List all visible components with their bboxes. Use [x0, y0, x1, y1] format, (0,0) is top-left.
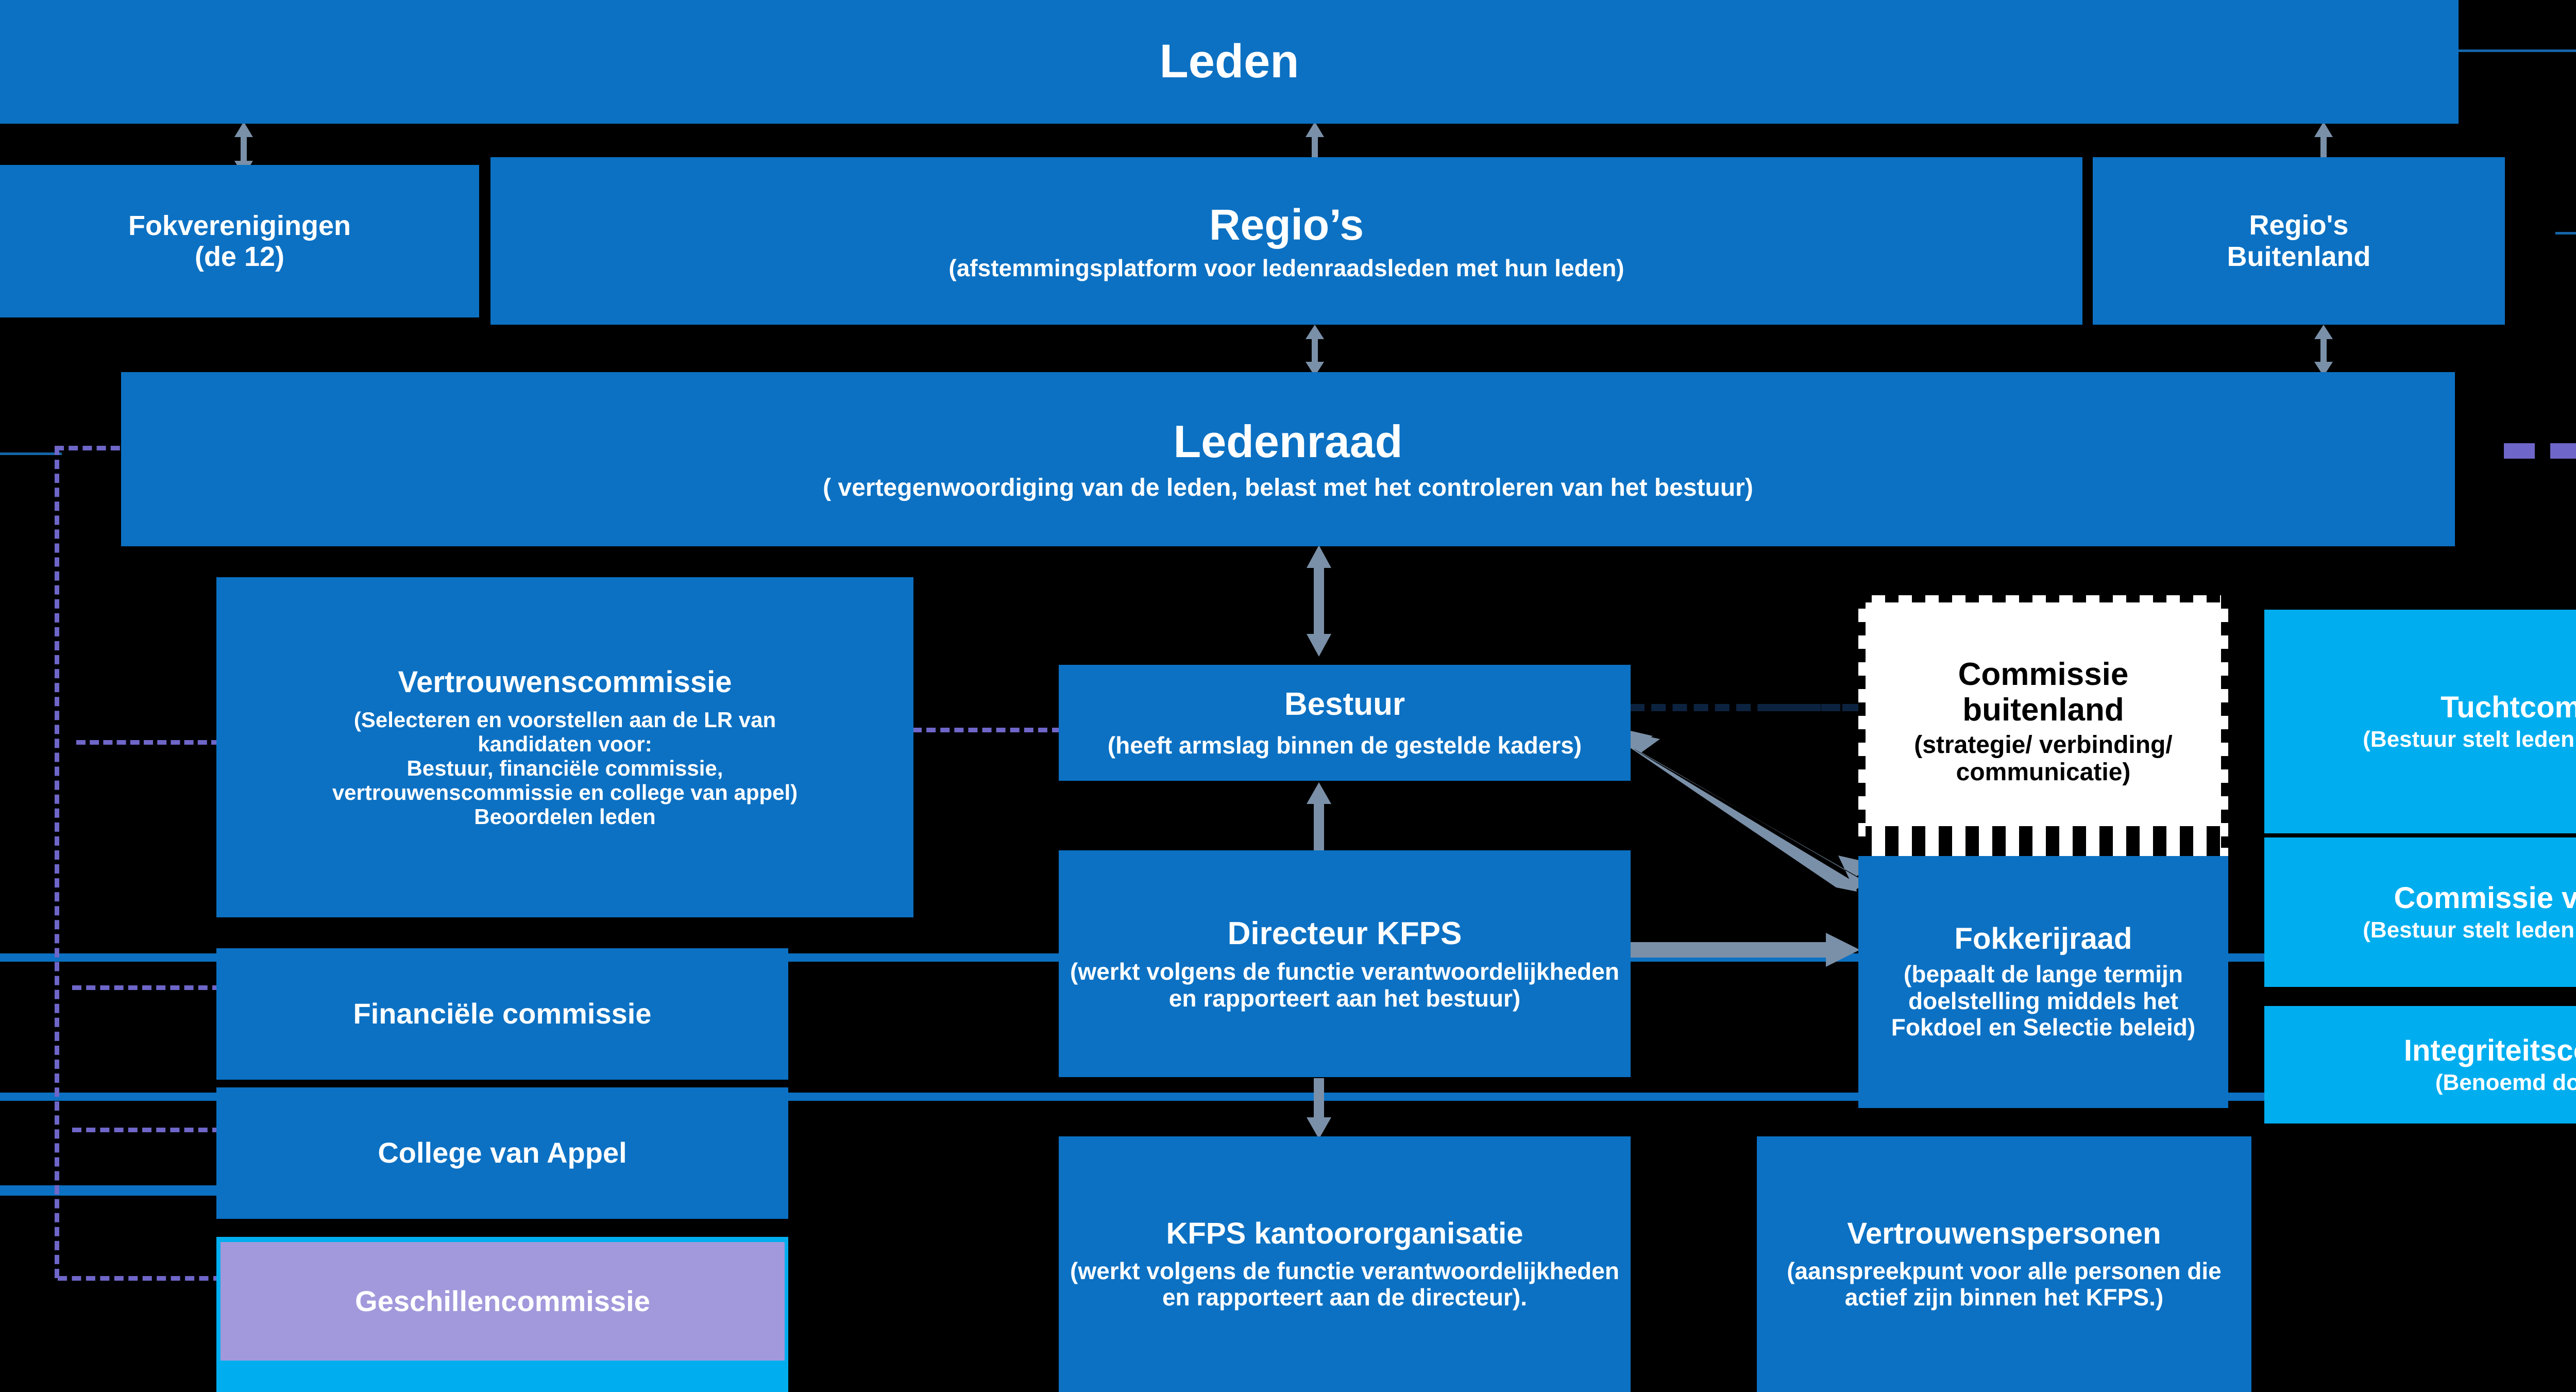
node-fokverenigingen-title: Fokverenigingen [128, 210, 351, 241]
node-ledenraad-sub: ( vertegenwoordiging van de leden, belas… [823, 474, 1753, 502]
node-vertrouwenscommissie-line-3: vertrouwenscommissie en college van appe… [332, 780, 798, 804]
arrow-directeur-to-kantoororganisatie [1303, 1078, 1334, 1139]
commissie-buitenland-border-right [2221, 595, 2228, 848]
node-college-van-appel[interactable]: College van Appel [216, 1087, 788, 1219]
node-fokkerijraad-sub: (bepaalt de lange termijn doelstelling m… [1891, 961, 2196, 1041]
dashed-commissie-buitenland-left-stub [1767, 704, 1860, 711]
node-integriteitscommissie[interactable]: Integriteitscommissie (Benoemd door de L… [2264, 1006, 2576, 1123]
node-regios-sub: (afstemmingsplatform voor ledenraadslede… [948, 254, 1624, 281]
arrow-regios-to-ledenraad [1303, 325, 1326, 376]
arrow-ledenraad-to-bestuur [1303, 545, 1334, 657]
node-regios-title: Regio’s [1209, 200, 1364, 249]
node-directeur-kfps-sub: (werkt volgens de functie verantwoordeli… [1070, 958, 1619, 1012]
node-financiele-commissie[interactable]: Financiële commissie [216, 948, 788, 1080]
node-vertrouwenspersonen-sub: (aanspreekpunt voor alle personen die ac… [1787, 1257, 2222, 1311]
hline-regios-right [2555, 232, 2576, 234]
dashed-branch-financiele [72, 985, 222, 990]
arrow-bestuur-to-directeur [1303, 782, 1334, 885]
node-vertrouwenspersonen[interactable]: Vertrouwenspersonen (aanspreekpunt voor … [1757, 1136, 2251, 1392]
node-ledenraad-title: Ledenraad [1173, 415, 1403, 467]
node-regios[interactable]: Regio’s (afstemmingsplatform voor ledenr… [490, 157, 2082, 325]
node-kfps-kantoororganisatie-sub: (werkt volgens de functie verantwoordeli… [1070, 1257, 1619, 1311]
hline-college-left [0, 1093, 216, 1101]
dashed-spine-left [55, 446, 59, 1278]
node-bestuur-title: Bestuur [1284, 686, 1405, 723]
node-ledenraad[interactable]: Ledenraad ( vertegenwoordiging van de le… [121, 372, 2455, 546]
arrow-regios-buitenland-to-ledenraad [2312, 325, 2335, 376]
node-integriteitscommissie-title: Integriteitscommissie [2403, 1033, 2576, 1067]
node-vertrouwenscommissie-line-0: (Selecteren en voorstellen aan de LR van [353, 707, 776, 732]
node-fokkerijraad[interactable]: Fokkerijraad (bepaalt de lange termijn d… [1858, 856, 2228, 1108]
node-commissie-buitenland-title-line2: buitenland [1962, 692, 2124, 728]
node-kfps-kantoororganisatie[interactable]: KFPS kantoororganisatie (werkt volgens d… [1059, 1136, 1631, 1392]
dashed-vertrouwens-to-bestuur [773, 728, 1061, 732]
node-regios-buitenland[interactable]: Regio's Buitenland [2093, 157, 2505, 325]
node-tuchtcommissie[interactable]: Tuchtcommissie (Bestuur stelt leden voor… [2264, 610, 2576, 833]
dashed-ledenraad-right-thick [2504, 443, 2576, 459]
node-directeur-kfps[interactable]: Directeur KFPS (werkt volgens de functie… [1059, 850, 1631, 1077]
hline-ledenraad-left [0, 452, 62, 455]
hline-bottom-left [0, 1185, 216, 1196]
node-commissie-van-beroep-sub: (Bestuur stelt leden voor aan de LR) [2363, 917, 2576, 943]
node-bestuur[interactable]: Bestuur (heeft armslag binnen de gesteld… [1059, 665, 1631, 781]
node-integriteitscommissie-sub: (Benoemd door de LR) [2435, 1069, 2576, 1095]
node-commissie-buitenland-sub-line1: (strategie/ verbinding/ [1914, 731, 2173, 759]
commissie-buitenland-border-left [1858, 595, 1866, 848]
node-commissie-buitenland-sub-line2: communicatie) [1956, 759, 2131, 786]
node-fokverenigingen[interactable]: Fokverenigingen (de 12) [0, 165, 479, 317]
node-vertrouwenscommissie-line-1: kandidaten voor: [478, 731, 652, 756]
dashed-branch-geschillen [58, 1276, 223, 1281]
node-commissie-van-beroep-title: Commissie van beroep [2394, 881, 2576, 915]
commissie-buitenland-border-bottom [1858, 826, 2228, 856]
hline-financiele-left [0, 953, 216, 962]
node-commissie-van-beroep[interactable]: Commissie van beroep (Bestuur stelt lede… [2264, 837, 2576, 987]
node-vertrouwenscommissie-line-4: Beoordelen leden [474, 804, 656, 829]
node-tuchtcommissie-title: Tuchtcommissie [2441, 690, 2576, 724]
node-kfps-kantoororganisatie-title: KFPS kantoororganisatie [1166, 1217, 1523, 1250]
node-college-van-appel-title: College van Appel [378, 1136, 627, 1169]
hline-leden-right [2459, 49, 2576, 52]
node-commissie-buitenland[interactable]: Commissie buitenland (strategie/ verbind… [1858, 595, 2228, 848]
node-vertrouwenscommissie-line-2: Bestuur, financiële commissie, [406, 756, 723, 780]
node-leden[interactable]: Leden [0, 0, 2459, 124]
node-tuchtcommissie-sub: (Bestuur stelt leden voor aan de LR) [2363, 726, 2576, 752]
node-geschillencommissie[interactable]: Geschillencommissie [221, 1242, 785, 1361]
arrow-bestuur-to-fokkerijraad [1613, 727, 1880, 892]
dashed-branch-college [72, 1128, 222, 1132]
arrow-leden-to-fokverenigingen [232, 122, 255, 176]
node-financiele-commissie-title: Financiële commissie [353, 997, 652, 1030]
node-directeur-kfps-title: Directeur KFPS [1227, 915, 1462, 951]
node-fokverenigingen-sub: (de 12) [194, 241, 285, 272]
commissie-buitenland-border-top [1858, 595, 2228, 602]
node-vertrouwenscommissie-title: Vertrouwenscommissie [398, 665, 732, 699]
arrow-directeur-to-fokkerijraad [1628, 933, 1860, 967]
node-bestuur-sub: (heeft armslag binnen de gestelde kaders… [1107, 732, 1582, 759]
node-vertrouwenscommissie[interactable]: Vertrouwenscommissie (Selecteren en voor… [216, 577, 913, 917]
node-geschillencommissie-title: Geschillencommissie [355, 1284, 650, 1317]
node-leden-title: Leden [1159, 35, 1299, 88]
node-vertrouwenspersonen-title: Vertrouwenspersonen [1847, 1217, 2161, 1250]
node-regios-buitenland-title: Regio's [2249, 210, 2349, 241]
dashed-branch-vertrouwenscommissie [76, 740, 221, 745]
node-commissie-buitenland-title-line1: Commissie [1958, 656, 2129, 692]
node-fokkerijraad-title: Fokkerijraad [1954, 922, 2132, 956]
node-regios-buitenland-sub: Buitenland [2227, 241, 2371, 272]
